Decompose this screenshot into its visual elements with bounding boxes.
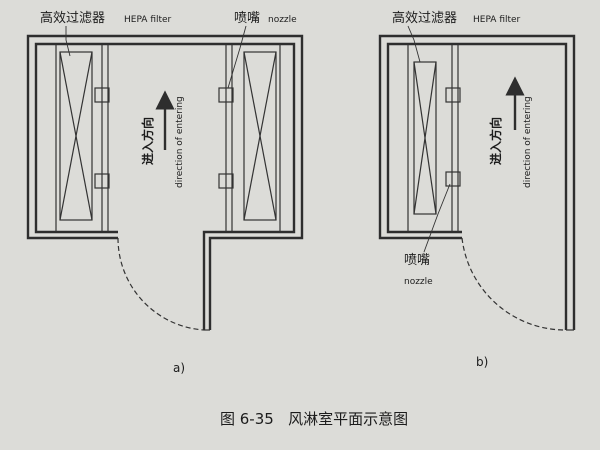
diagram-b-filter-label-cn: 高效过滤器 [392,10,457,26]
nozzle-icon [445,87,461,103]
diagram-a-filter-label-en: HEPA filter [124,15,172,25]
nozzle-icon [218,87,234,103]
diagram-a-nozzle-label-en: nozzle [268,15,297,25]
diagram-b-nozzle-label-en: nozzle [404,277,433,287]
diagram-a-hepa-filter-right [243,44,281,232]
diagram-b-plenum [445,44,461,232]
nozzle-icon [218,173,234,189]
diagram-b-direction-label-cn: 进入方向 [488,117,503,165]
diagram-a-door-swing [117,237,205,331]
diagram-b-nozzle-label-cn: 喷嘴 [404,253,430,268]
diagram-a-walls [26,34,304,331]
diagram-b-sublabel: b) [476,355,488,369]
diagram-a-sublabel: a) [173,361,185,375]
diagram-a-direction-label-en: direction of entering [175,96,185,188]
diagram-a-nozzle-label-cn: 喷嘴 [234,11,260,26]
nozzle-icon [445,171,461,187]
diagram-b-hepa-filter [407,44,437,232]
diagram-b-door-swing [461,237,567,331]
diagram-a-nozzle-leader [227,25,247,89]
nozzle-icon [94,173,110,189]
diagram-b-filter-leader [407,25,421,63]
diagram-a-plenum-left [94,44,110,232]
diagram-b-filter-label-en: HEPA filter [473,15,521,25]
diagram-a-direction-label-cn: 进入方向 [140,117,155,165]
diagram-b-direction-label-en: direction of entering [523,96,533,188]
diagram-a-plenum-right [218,44,234,232]
diagram-a: 进入方向 direction of entering 高效过滤器 HEPA fi… [26,10,304,375]
diagram-a-hepa-filter-left [55,44,93,232]
diagram-b-walls [378,34,576,331]
figure-caption: 图 6-35 风淋室平面示意图 [220,410,408,428]
diagram-a-filter-leader [65,26,71,57]
diagram-a-filter-label-cn: 高效过滤器 [40,10,105,26]
diagram-b: 进入方向 direction of entering 高效过滤器 HEPA fi… [378,10,576,369]
diagram-b-nozzle-leader [423,183,451,253]
nozzle-icon [94,87,110,103]
